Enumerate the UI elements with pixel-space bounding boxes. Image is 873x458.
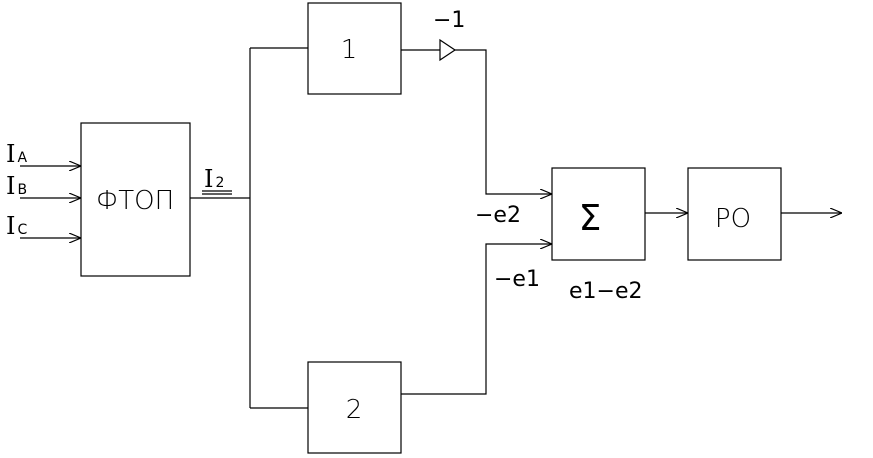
sum-output-label: e1−e2	[569, 279, 643, 304]
neg-e1-label: −e1	[494, 267, 540, 292]
ftop-label: ФТОП	[96, 186, 174, 216]
filter-1-block	[307, 2, 402, 95]
filter-2-block	[307, 361, 402, 454]
inverter-triangle	[439, 38, 457, 62]
sum-block	[551, 167, 646, 261]
sum-symbol: Σ	[579, 198, 602, 239]
filter-2-label: 2	[346, 395, 363, 425]
neg-e2-label: −e2	[475, 203, 521, 228]
filter-1-label: 1	[341, 35, 358, 65]
relay-block	[687, 167, 782, 261]
bottom-path	[401, 244, 552, 395]
relay-label: PO	[715, 204, 751, 234]
gain-label: −1	[433, 8, 465, 33]
top-path	[455, 49, 552, 194]
ftop-block	[80, 122, 191, 277]
